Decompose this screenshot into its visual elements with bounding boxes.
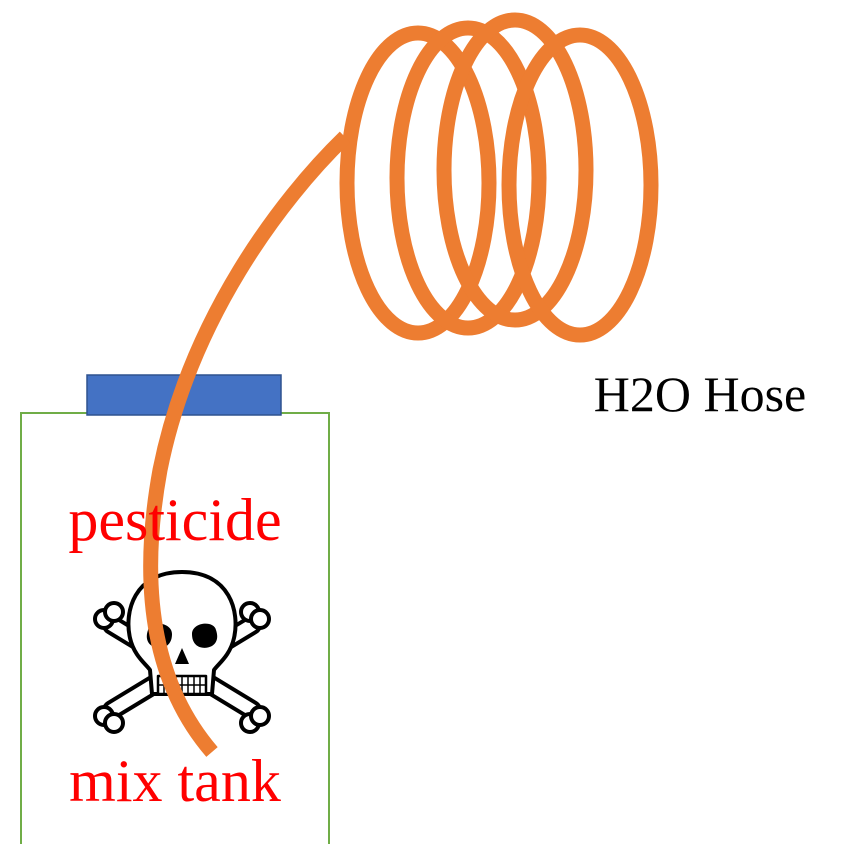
hose-coil-loop bbox=[436, 12, 594, 328]
hose-coil-loop bbox=[339, 25, 497, 341]
hose-coil-loop bbox=[389, 20, 547, 336]
bone-knob bbox=[249, 608, 271, 630]
hose-coil-loop bbox=[501, 27, 659, 343]
bone-knob bbox=[103, 601, 125, 623]
bone-knob bbox=[103, 712, 125, 734]
hose-coil bbox=[339, 12, 659, 343]
hose-label: H2O Hose bbox=[594, 366, 806, 422]
hose-line bbox=[143, 131, 351, 757]
skull-nose bbox=[175, 648, 189, 664]
tank-label-mix-tank: mix tank bbox=[69, 748, 281, 814]
skull-eye bbox=[192, 623, 218, 648]
bone-knob bbox=[249, 705, 271, 727]
tank-label-pesticide: pesticide bbox=[68, 487, 281, 553]
